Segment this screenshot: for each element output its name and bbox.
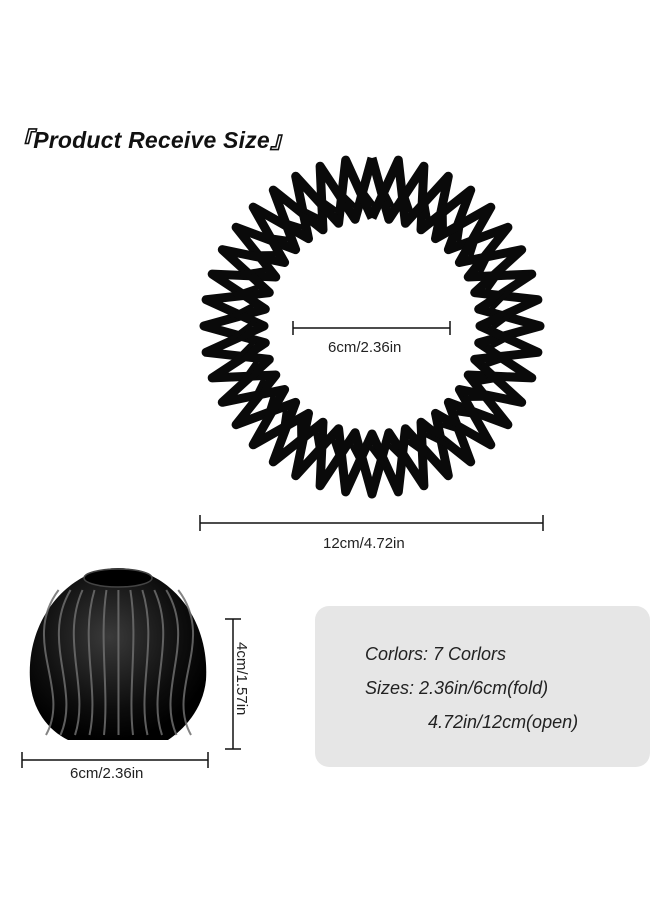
bun-ribs — [42, 589, 195, 736]
bun-top-opening — [83, 568, 153, 588]
expanded-hair-ring-image — [199, 155, 545, 499]
colors-spec: Corlors: 7 Corlors — [365, 644, 507, 664]
bun-width-label: 6cm/2.36in — [70, 765, 144, 782]
inner-diameter-marker — [292, 321, 451, 335]
bun-width-marker — [21, 752, 209, 768]
bun-height-label: 4cm/1.57in — [233, 642, 250, 716]
sizes-spec-open: 4.72in/12cm(open) — [428, 712, 579, 732]
bun-height-marker — [225, 618, 241, 750]
spec-info-card: Corlors: 7 Corlors Sizes: 2.36in/6cm(fol… — [315, 606, 650, 767]
product-size-title: 『Product Receive Size』 — [10, 127, 294, 153]
outer-diameter-marker — [199, 515, 544, 531]
ring-shape — [199, 155, 545, 499]
inner-diameter-label: 6cm/2.36in — [328, 339, 402, 356]
sizes-spec: Sizes: 2.36in/6cm(fold) — [365, 678, 549, 698]
folded-bun-image — [29, 568, 207, 740]
outer-diameter-label: 12cm/4.72in — [323, 535, 405, 552]
